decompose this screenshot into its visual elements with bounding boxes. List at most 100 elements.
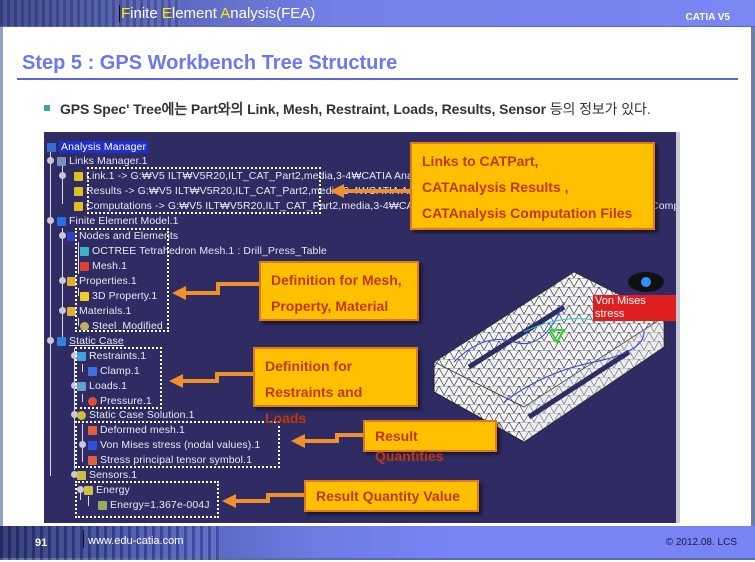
tree-node-mesh[interactable]: Mesh.1: [80, 260, 127, 272]
tree-node-analysis-manager[interactable]: Analysis Manager: [47, 141, 149, 153]
expander-icon[interactable]: [71, 411, 78, 418]
arrow-mesh: [216, 282, 259, 286]
link-icon: [74, 201, 83, 211]
expander-icon[interactable]: [59, 307, 66, 314]
tree-node-label: Clamp.1: [100, 365, 140, 377]
tree-node-properties[interactable]: Properties.1: [67, 275, 137, 287]
arrow-restraints: [215, 372, 253, 376]
octree-mesh-icon: [80, 246, 89, 256]
tree-node-label: Links Manager.1: [69, 155, 148, 167]
expander-icon[interactable]: [47, 337, 54, 344]
expander-icon[interactable]: [79, 441, 86, 448]
tree-node-tensor[interactable]: Stress principal tensor symbol.1: [88, 454, 252, 466]
bullet-item: GPS Spec' Tree에는 Part와의 Link, Mesh, Rest…: [44, 99, 651, 119]
fem-icon: [57, 216, 66, 226]
tree-node-clamp[interactable]: Clamp.1: [88, 365, 140, 377]
expander-icon[interactable]: [71, 471, 78, 478]
mesh-icon: [80, 261, 89, 271]
arrow-restraints: [215, 372, 219, 383]
tree-node-energy-value[interactable]: Energy=1.367e-004J: [98, 499, 210, 511]
tree-node-label: Nodes and Elements: [79, 230, 179, 242]
footer-decoration: [0, 526, 220, 560]
sensors-icon: [77, 470, 86, 480]
callout-line: CATAnalysis Results ,: [422, 179, 569, 195]
tree-node-nodes-elements[interactable]: Nodes and Elements: [67, 230, 178, 242]
tree-line: [74, 348, 75, 470]
tree-node-solution[interactable]: Static Case Solution.1: [77, 409, 195, 421]
footer-url[interactable]: www.edu-catia.com: [88, 535, 184, 547]
tree-node-3d-property[interactable]: 3D Property.1: [80, 290, 157, 302]
arrow-head-icon: [291, 434, 305, 448]
tree-node-links-manager[interactable]: Links Manager.1: [57, 155, 148, 167]
footer-bar: 91 www.edu-catia.com © 2012.08. LCS: [0, 526, 755, 560]
expander-icon[interactable]: [71, 352, 78, 359]
header-title-part: nalysis(FEA): [230, 5, 316, 22]
tree-node-fem[interactable]: Finite Element Model.1: [57, 215, 179, 227]
fem-highlight-box: [75, 228, 169, 332]
expander-icon[interactable]: [59, 277, 66, 284]
callout-line: Definition for Mesh,: [271, 272, 402, 288]
energy-sensor-icon: [84, 485, 93, 495]
footer-divider: [83, 530, 84, 548]
header-bar: Finite Element Analysis(FEA) CATIA V5: [0, 0, 755, 27]
slide-left-edge: [0, 26, 3, 526]
arrow-mesh: [216, 282, 220, 295]
arrow-head-icon: [172, 286, 186, 300]
sensor-marker: [641, 277, 651, 287]
tree-node-label: Materials.1: [79, 305, 132, 317]
header-title-part: E: [161, 5, 172, 22]
tree-node-sensors[interactable]: Sensors.1: [77, 469, 137, 481]
tree-node-label: Deformed mesh.1: [100, 424, 185, 436]
header-title-part: F: [121, 5, 131, 22]
mesh-side-face: [524, 317, 664, 442]
tree-node-label: Static Case Solution.1: [89, 409, 195, 421]
tree-node-label: Stress principal tensor symbol.1: [100, 454, 253, 466]
links-manager-icon: [57, 156, 66, 166]
stress-contour: [453, 301, 565, 363]
footer-copyright: © 2012.08. LCS: [665, 537, 737, 548]
mesh-slot: [527, 349, 631, 420]
solution-icon: [77, 410, 86, 420]
expander-icon[interactable]: [47, 217, 54, 224]
slide-right-edge: [751, 26, 755, 526]
arrow-results: [335, 433, 363, 437]
tree-node-label: Energy: [96, 484, 130, 496]
title-underline: [17, 78, 738, 80]
tree-node-von-mises[interactable]: Von Mises stress (nodal values).1: [88, 439, 260, 451]
arrow-links: [344, 189, 410, 193]
expander-icon[interactable]: [47, 157, 54, 164]
arrow-head-icon: [330, 184, 344, 198]
tree-node-static-case[interactable]: Static Case: [57, 335, 124, 347]
tree-node-label: Static Case: [69, 335, 124, 347]
tree-node-label: Analysis Manager: [59, 141, 149, 153]
tree-node-label: Loads.1: [89, 380, 128, 392]
catia-screenshot: Analysis Manager Links Manager.1 Link.1 …: [44, 132, 680, 523]
expander-icon[interactable]: [71, 382, 78, 389]
arrow-mesh: [186, 291, 216, 295]
mesh-slot: [467, 304, 566, 370]
expander-icon[interactable]: [59, 232, 66, 239]
expander-icon[interactable]: [77, 486, 84, 493]
material-icon: [80, 321, 89, 331]
tree-node-pressure[interactable]: Pressure.1: [88, 395, 152, 407]
callout-line: Result Quantities: [375, 428, 444, 464]
header-decoration: [0, 0, 180, 27]
expander-icon[interactable]: [59, 172, 66, 179]
tree-node-deformed[interactable]: Deformed mesh.1: [88, 424, 185, 436]
folder-icon: [67, 306, 76, 316]
tree-node-label: Finite Element Model.1: [69, 215, 179, 227]
tree-node-steel[interactable]: Steel_Modified: [80, 320, 163, 332]
tree-node-label: Sensors.1: [89, 469, 138, 481]
arrow-restraints: [183, 379, 215, 383]
header-title: Finite Element Analysis(FEA): [119, 5, 315, 22]
callout-mesh: Definition for Mesh, Property, Material: [259, 261, 419, 321]
tree-line: [80, 488, 81, 500]
energy-value-icon: [98, 500, 107, 510]
link-icon: [74, 186, 83, 196]
callout-line: Definition for: [265, 358, 353, 374]
tree-node-octree[interactable]: OCTREE Tetrahedron Mesh.1 : Drill_Press_…: [80, 245, 327, 257]
tree-node-restraints[interactable]: Restraints.1: [77, 350, 146, 362]
tree-node-energy[interactable]: Energy: [84, 484, 130, 496]
tree-node-loads[interactable]: Loads.1: [77, 380, 127, 392]
tree-node-materials[interactable]: Materials.1: [67, 305, 131, 317]
